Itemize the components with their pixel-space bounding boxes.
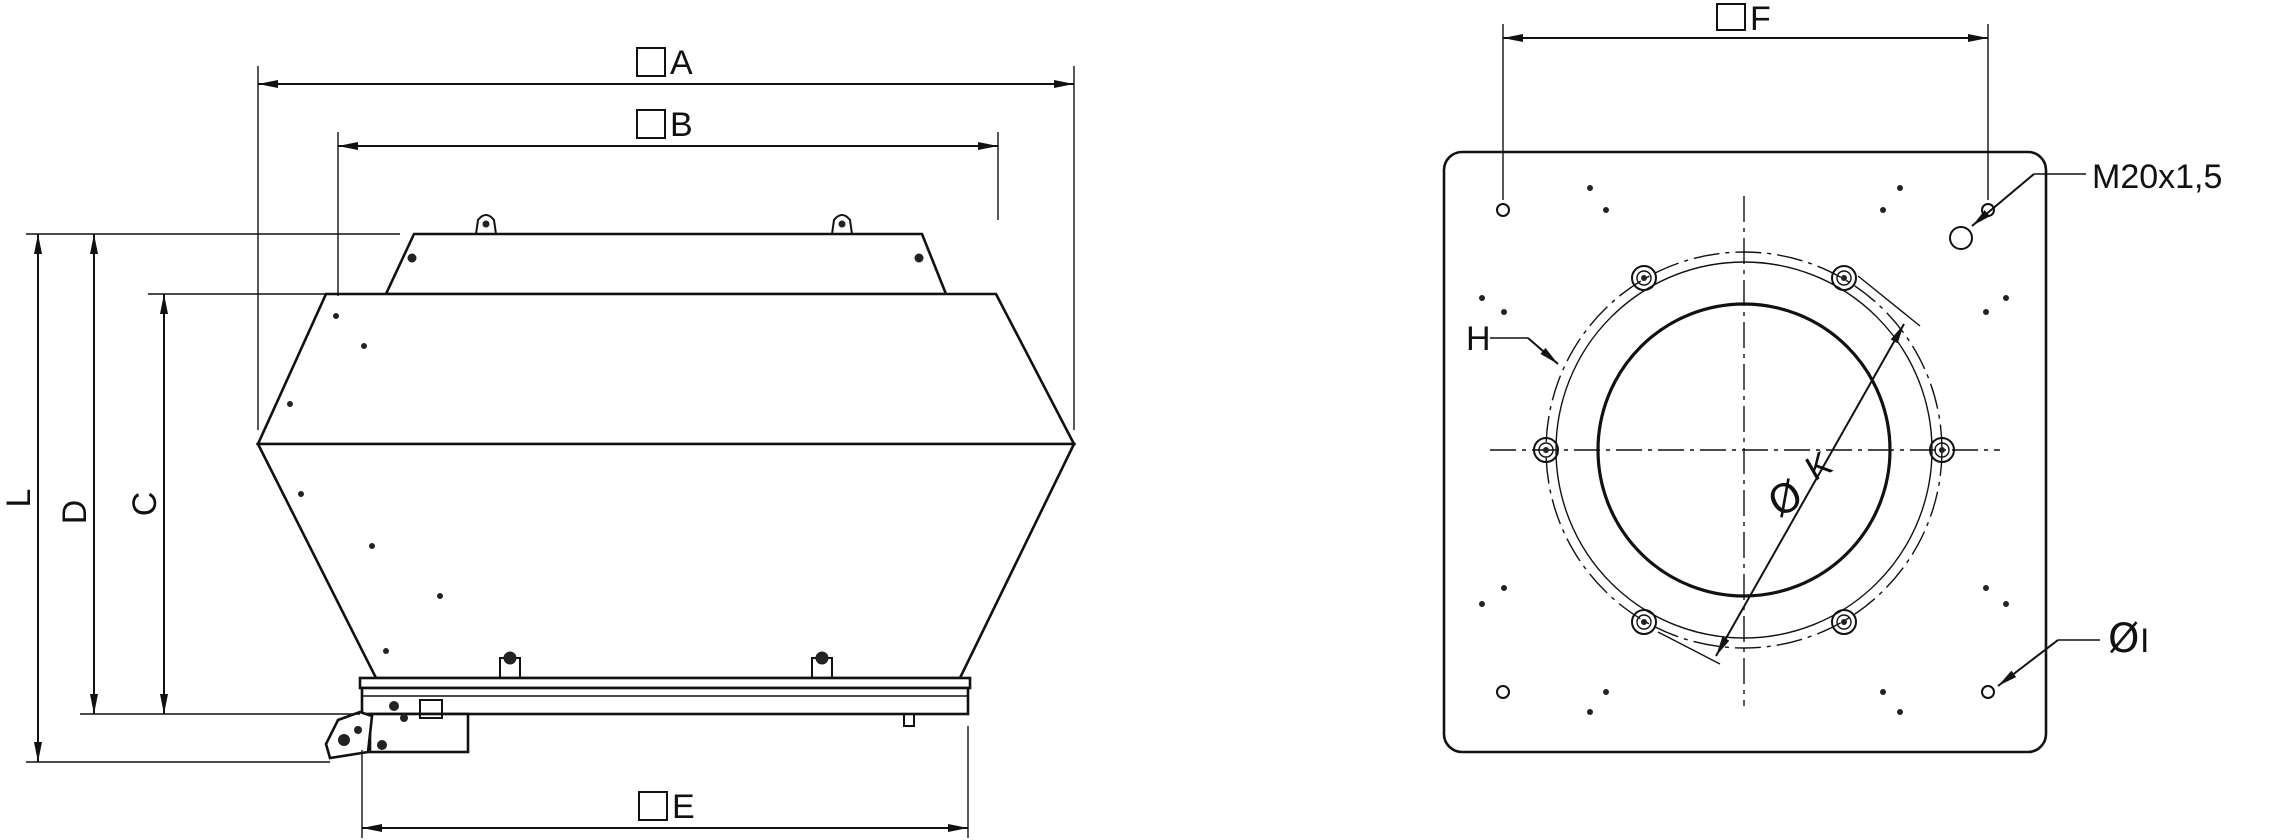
- top-view: F Ø K H M20x1,5 Ø I: [1442, 0, 2222, 754]
- lifting-eye-left: [475, 214, 497, 235]
- side-view: A B L D C: [0, 44, 1077, 838]
- dim-label-I: I: [2140, 622, 2149, 660]
- fan-housing: [255, 214, 1077, 680]
- diameter-symbol-I: Ø: [2108, 616, 2139, 662]
- dim-label-A: A: [670, 44, 693, 82]
- dimension-L: L: [0, 233, 400, 763]
- dim-label-L: L: [0, 489, 38, 508]
- dimension-E: E: [361, 726, 969, 838]
- dimension-B: B: [337, 106, 999, 296]
- dim-label-E: E: [672, 788, 695, 826]
- dim-label-D: D: [56, 500, 94, 525]
- hole-diameter-callout: Ø I: [1997, 616, 2149, 687]
- base-frame: [324, 651, 972, 760]
- dimension-F: F: [1502, 0, 1989, 200]
- dim-label-F: F: [1750, 0, 1771, 38]
- dim-label-B: B: [670, 106, 693, 144]
- dimension-A: A: [257, 44, 1075, 430]
- dimension-D: D: [56, 234, 360, 715]
- dimension-H: H: [1466, 320, 1559, 365]
- thread-callout: M20x1,5: [1971, 158, 2222, 227]
- dim-label-C: C: [126, 492, 164, 517]
- lifting-eye-right: [831, 214, 853, 235]
- plate-dots: [1479, 185, 2009, 715]
- dim-label-H: H: [1466, 320, 1491, 358]
- cable-entry-hole: [1949, 226, 1973, 250]
- dimension-C: C: [126, 293, 326, 714]
- thread-label: M20x1,5: [2092, 158, 2222, 196]
